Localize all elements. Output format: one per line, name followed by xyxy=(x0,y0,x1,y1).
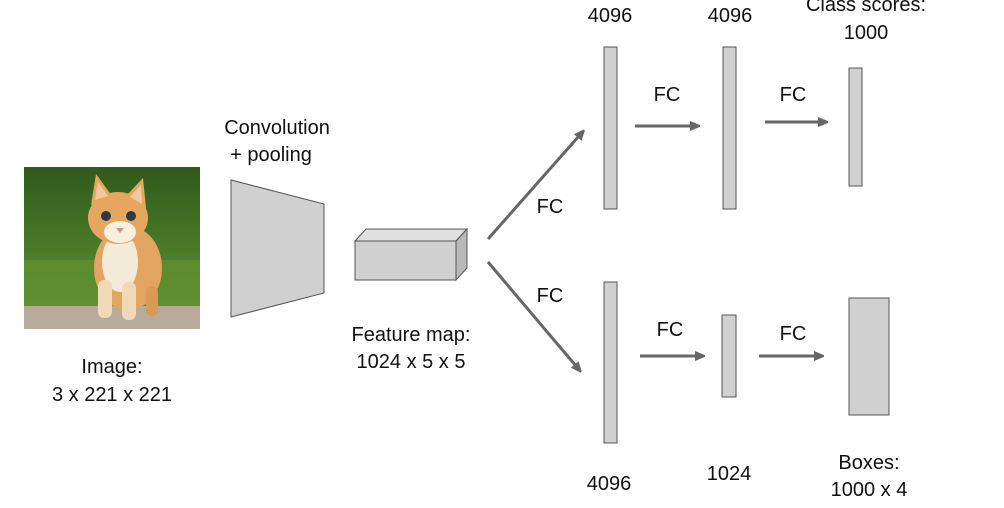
boxes-label-line2: 1000 x 4 xyxy=(831,479,908,501)
class-scores-layer xyxy=(848,67,863,187)
conv-label-line1: Convolution xyxy=(224,117,330,139)
top-fc-mid-label: FC xyxy=(654,84,681,106)
boxes-layer xyxy=(848,297,890,416)
bottom-fc-in-label: FC xyxy=(537,285,564,307)
bottom-fc1-size: 4096 xyxy=(587,473,632,495)
image-label-line2: 3 x 221 x 221 xyxy=(52,384,172,406)
arrow-to-top-branch xyxy=(486,136,579,240)
conv-label-line2: + pooling xyxy=(230,144,312,166)
bottom-fc2-size: 1024 xyxy=(707,463,752,485)
top-fc-out-label: FC xyxy=(780,84,807,106)
image-label-line1: Image: xyxy=(81,356,142,378)
bottom-fc-mid-label: FC xyxy=(657,319,684,341)
input-image xyxy=(24,167,200,329)
feature-map-block xyxy=(353,227,469,282)
class-scores-label-line1: Class scores: xyxy=(806,0,926,16)
top-fc1-layer xyxy=(603,46,618,210)
feature-map-label-line1: Feature map: xyxy=(352,324,471,346)
top-fc2-size: 4096 xyxy=(708,5,753,27)
class-scores-label-line2: 1000 xyxy=(844,22,889,44)
arrow-to-bottom-branch xyxy=(486,261,576,366)
bottom-fc1-layer xyxy=(603,281,618,444)
feature-map-label-line2: 1024 x 5 x 5 xyxy=(357,351,466,373)
conv-pooling-block xyxy=(230,179,325,318)
top-fc1-size: 4096 xyxy=(588,5,633,27)
bottom-fc-out-label: FC xyxy=(780,323,807,345)
top-fc2-layer xyxy=(722,46,737,210)
bottom-fc2-layer xyxy=(721,314,737,398)
top-fc-in-label: FC xyxy=(537,196,564,218)
boxes-label-line1: Boxes: xyxy=(838,452,899,474)
